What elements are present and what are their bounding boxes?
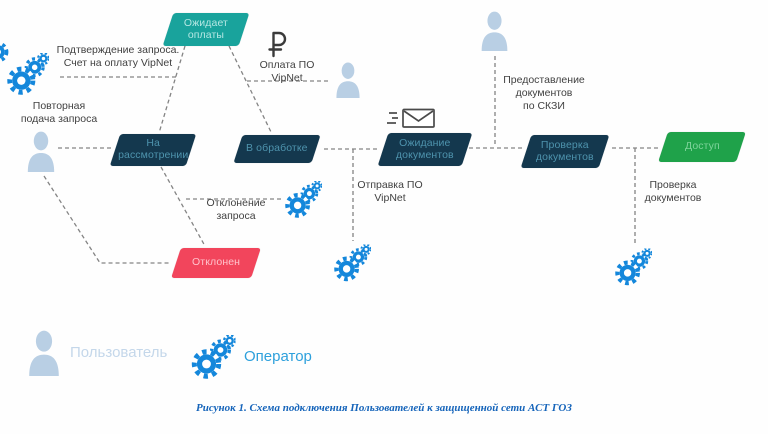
node-rejected: Отклонен [171, 248, 261, 278]
annotation-sending-software: Отправка ПО VipNet [357, 179, 423, 204]
gears-icon [191, 335, 236, 379]
annotation-documents-check: Проверка документов [644, 179, 702, 204]
gears-icon [0, 41, 9, 63]
gears-icon [285, 181, 322, 218]
node-documents-check-label: Проверка документов [536, 138, 594, 163]
person-icon [335, 62, 361, 98]
node-awaiting-payment-label: Ожидает оплаты [183, 16, 229, 41]
node-awaiting-documents-label: Ожидание документов [396, 136, 454, 161]
annotation-confirm-request: Подтверждение запроса. Счет на оплату Vi… [56, 44, 180, 69]
node-under-review-label: На рассмотрении [117, 137, 189, 161]
node-under-review: На рассмотрении [109, 134, 197, 166]
node-documents-check: Проверка документов [520, 135, 610, 168]
node-processing: В обработке [233, 135, 321, 163]
annotation-providing-documents: Предоставление документов по СКЗИ [503, 74, 585, 112]
connector-line [160, 166, 206, 247]
legend-user-label: Пользователь [70, 344, 168, 361]
node-access-label: Доступ [684, 140, 720, 153]
gears-icon [6, 53, 50, 95]
annotation-rejection: Отклонение запроса [206, 197, 266, 222]
connector-line [43, 175, 170, 264]
legend-operator-label: Оператор [244, 348, 312, 365]
connector-line [228, 45, 273, 135]
envelope-icon [386, 108, 436, 129]
node-processing-label: В обработке [246, 142, 308, 155]
ruble-icon [266, 31, 287, 58]
gears-icon [615, 247, 652, 287]
annotation-resubmit-request: Повторная подача запроса [20, 100, 98, 125]
node-rejected-label: Отклонен [191, 256, 240, 269]
person-icon [26, 131, 56, 172]
connector-line [158, 45, 186, 134]
node-awaiting-payment: Ожидает оплаты [162, 13, 250, 46]
gears-icon [334, 243, 371, 283]
person-icon [480, 11, 509, 51]
node-awaiting-documents: Ожидание документов [377, 133, 473, 166]
node-access: Доступ [658, 132, 746, 162]
person-icon [27, 330, 61, 376]
figure-caption: Рисунок 1. Схема подключения Пользовател… [196, 402, 572, 414]
annotation-payment: Оплата ПО VipNet [259, 59, 315, 84]
